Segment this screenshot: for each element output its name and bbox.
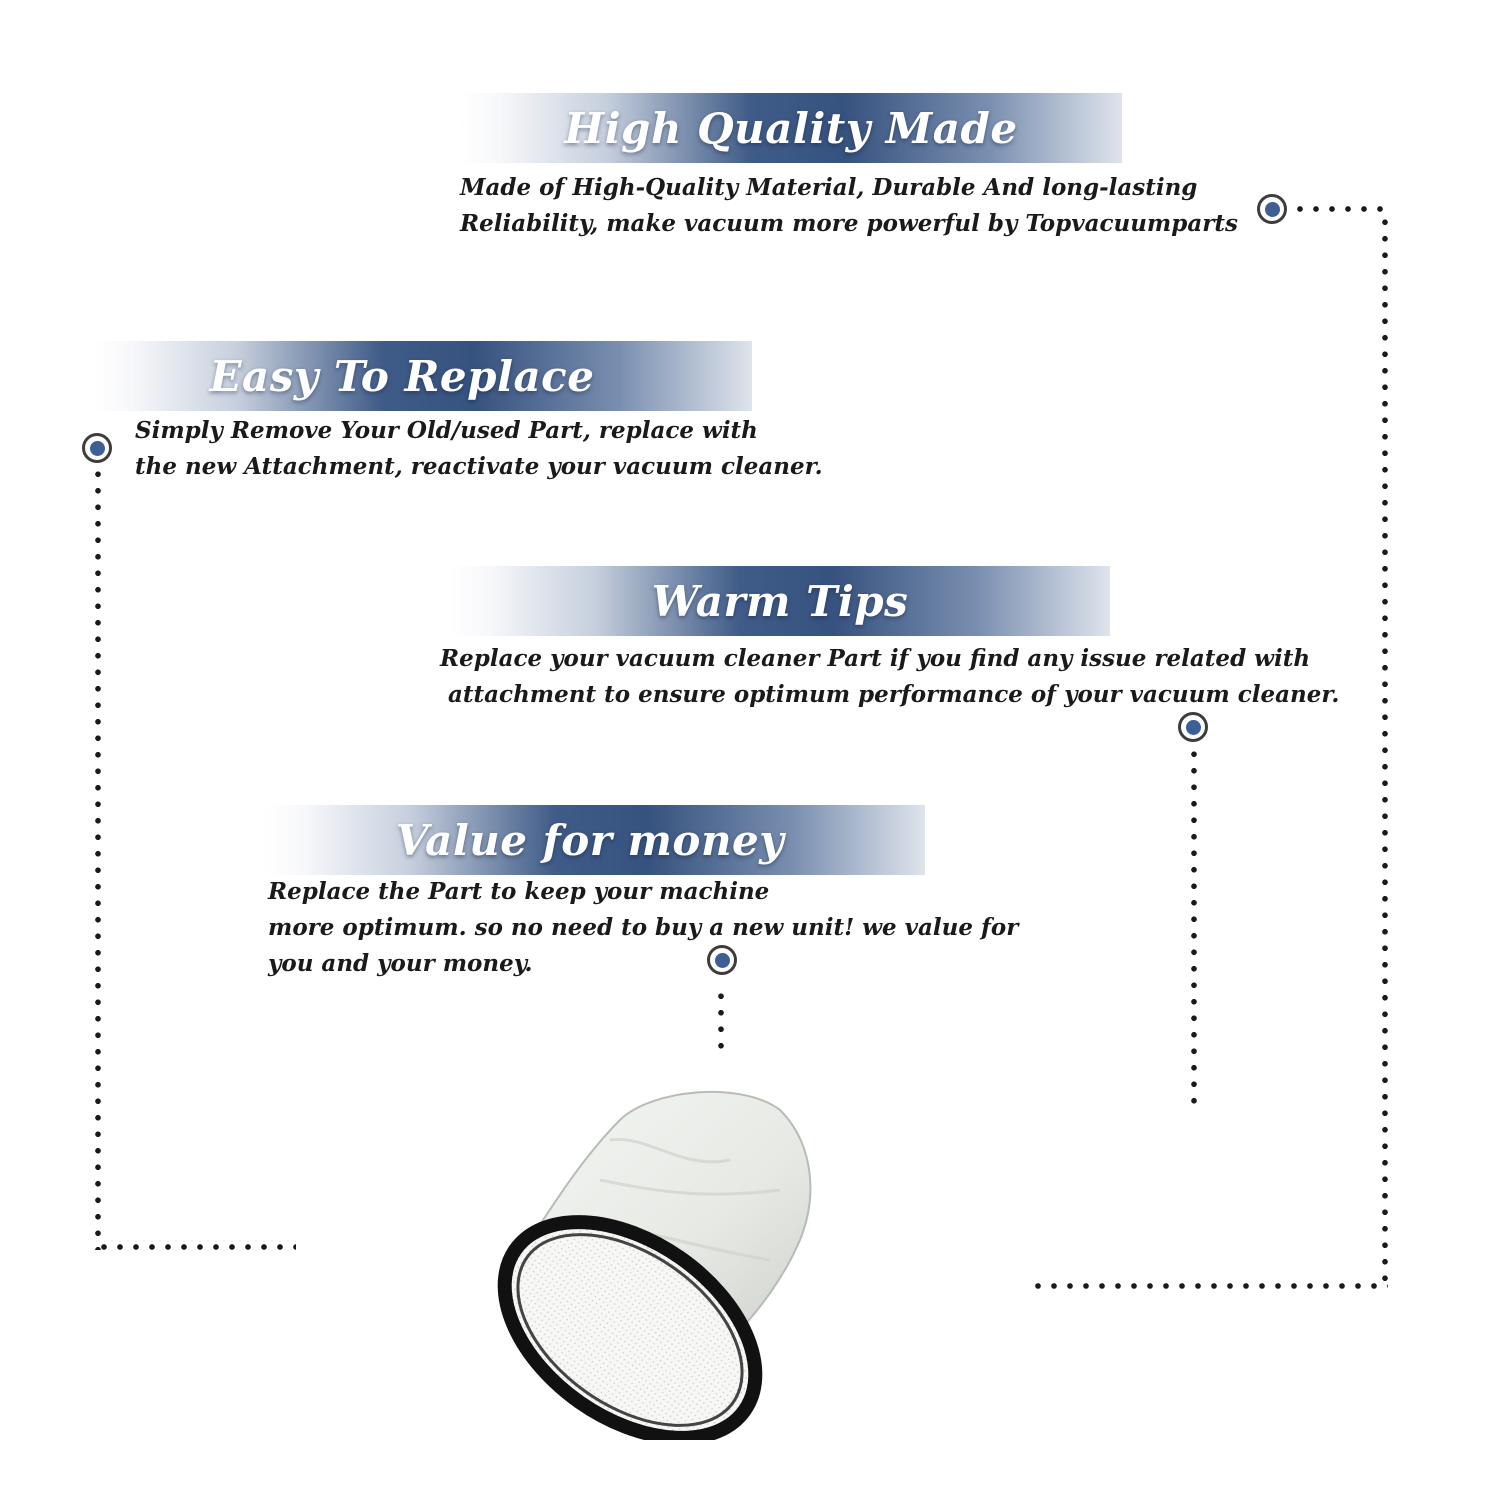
description-line: Made of High-Quality Material, Durable A… — [460, 174, 1198, 201]
section-description: Replace your vacuum cleaner Part if you … — [440, 641, 1339, 713]
banner-warm-tips: Warm Tips — [450, 566, 1110, 636]
bullet-marker-icon — [1257, 194, 1287, 224]
description-line: Replace your vacuum cleaner Part if you … — [440, 645, 1311, 672]
bullet-marker-icon — [707, 945, 737, 975]
section-title: Warm Tips — [651, 576, 909, 626]
connector-dotted-line — [1292, 206, 1388, 212]
description-line: the new Attachment, reactivate your vacu… — [135, 453, 823, 480]
bullet-marker-icon — [1178, 712, 1208, 742]
bullet-marker-icon — [82, 433, 112, 463]
connector-dotted-line — [1030, 1283, 1388, 1289]
description-line: Replace the Part to keep your machine — [268, 878, 770, 905]
description-line: more optimum. so no need to buy a new un… — [268, 914, 1019, 941]
connector-dotted-line — [95, 466, 101, 1250]
description-line: Reliability, make vacuum more powerful b… — [460, 210, 1238, 237]
banner-high-quality: High Quality Made — [460, 93, 1122, 163]
section-description: Replace the Part to keep your machine mo… — [268, 874, 1018, 982]
connector-dotted-line — [1191, 746, 1197, 1108]
description-line: Simply Remove Your Old/used Part, replac… — [135, 417, 758, 444]
section-description: Simply Remove Your Old/used Part, replac… — [135, 413, 823, 485]
description-line: attachment to ensure optimum performance… — [440, 681, 1340, 708]
section-title: Value for money — [395, 815, 785, 865]
connector-dotted-line — [1382, 214, 1388, 1290]
banner-value-money: Value for money — [265, 805, 925, 875]
section-title: Easy To Replace — [209, 351, 595, 401]
connector-dotted-line — [96, 1244, 296, 1250]
vacuum-filter-cloth-icon — [497, 1090, 812, 1440]
banner-easy-replace: Easy To Replace — [92, 341, 752, 411]
section-description: Made of High-Quality Material, Durable A… — [460, 170, 1238, 242]
description-line: you and your money. — [268, 950, 533, 977]
section-title: High Quality Made — [564, 103, 1018, 153]
connector-dotted-line — [718, 988, 724, 1054]
